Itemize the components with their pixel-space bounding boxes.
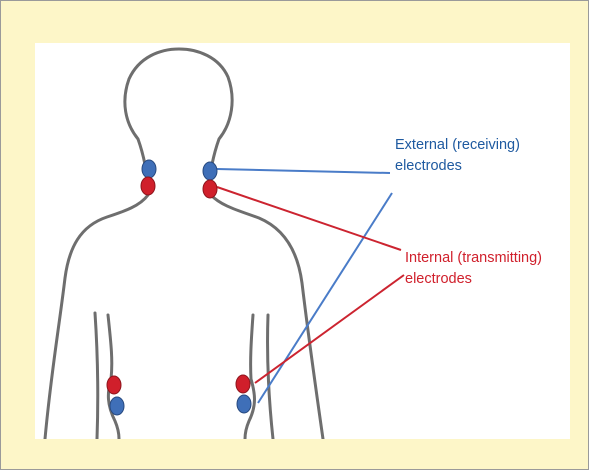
diagram-panel: External (receiving) electrodes Internal… [35,43,570,439]
connector-lines [217,169,404,403]
neck-right-external-electrode [203,162,217,180]
internal-label-line1: Internal (transmitting) [405,248,542,269]
left-inner-arm-outline [95,313,98,439]
external-label-line1: External (receiving) [395,135,520,156]
electrodes [107,160,251,415]
internal-electrodes-label: Internal (transmitting) electrodes [405,248,542,290]
internal-label-line2: electrodes [405,269,542,290]
human-body-outline [45,49,323,439]
right-inner-arm-outline [268,315,273,439]
body-electrode-diagram [35,43,570,439]
external-label-line2: electrodes [395,156,520,177]
waist-left-external-electrode [110,397,124,415]
external-connector-neck [217,169,390,173]
internal-connector-neck [217,187,401,250]
neck-left-external-electrode [142,160,156,178]
waist-right-external-electrode [237,395,251,413]
neck-left-internal-electrode [141,177,155,195]
waist-right-internal-electrode [236,375,250,393]
waist-left-internal-electrode [107,376,121,394]
external-electrodes-label: External (receiving) electrodes [395,135,520,177]
neck-right-internal-electrode [203,180,217,198]
